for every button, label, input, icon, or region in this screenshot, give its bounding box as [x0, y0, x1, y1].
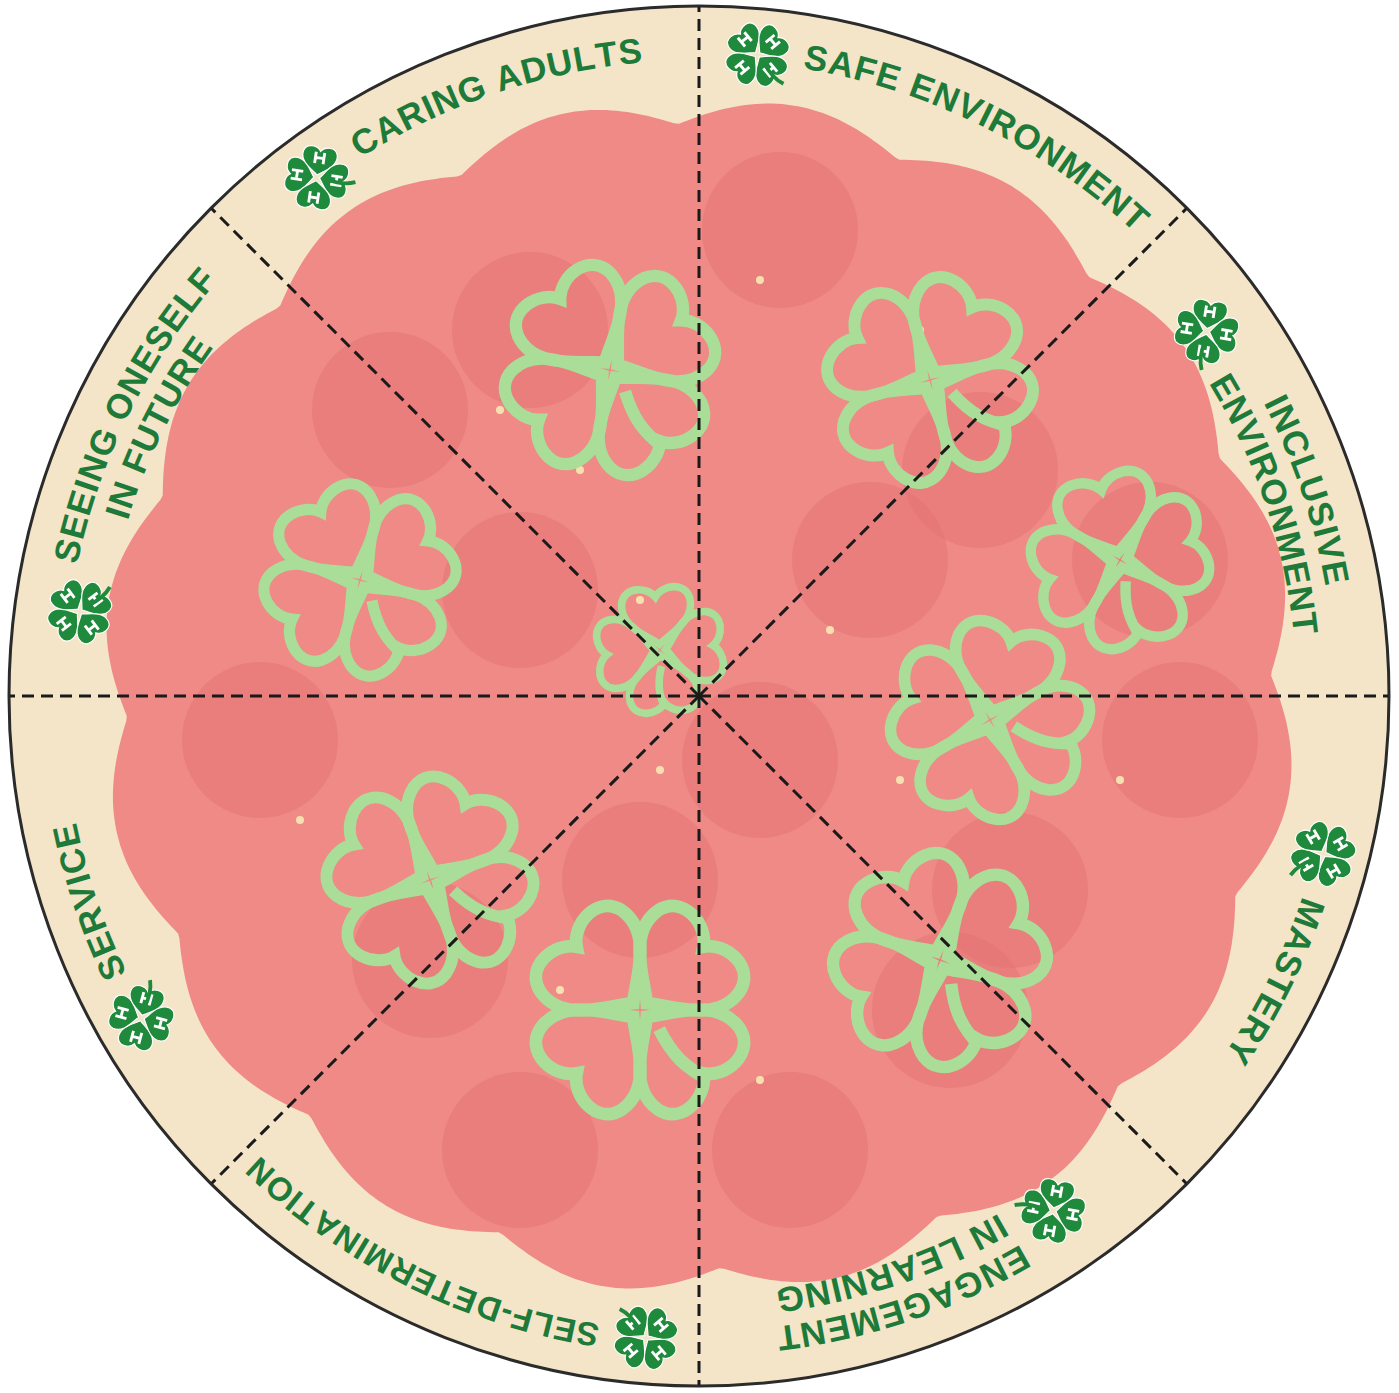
cheese-dot	[656, 766, 664, 774]
cheese-dot	[636, 596, 644, 604]
slice-line	[698, 7, 701, 696]
slice-line	[698, 696, 701, 1385]
pepperoni-slice	[312, 332, 468, 488]
pepperoni-slice	[1102, 662, 1258, 818]
pepperoni-slice	[702, 152, 858, 308]
4h-clover-icon	[1159, 284, 1254, 379]
cheese-dot	[826, 626, 834, 634]
cheese-dot	[756, 1076, 764, 1084]
pizza-sauce	[107, 104, 1292, 1289]
pepperoni-slice	[442, 512, 598, 668]
crust	[9, 6, 1389, 1386]
label-letter: G	[773, 1280, 806, 1319]
clover-topping	[798, 248, 1062, 512]
slice-line	[10, 695, 699, 698]
label-letter: S	[616, 33, 644, 70]
label-letter: T	[774, 1319, 801, 1357]
slice-line	[699, 695, 1388, 698]
label-letter: N	[796, 1315, 828, 1354]
clover-topping	[525, 895, 755, 1125]
slice-line	[212, 209, 699, 696]
clover-topping	[237, 457, 483, 703]
cheese-dot	[896, 776, 904, 784]
slice-line	[699, 209, 1186, 696]
4h-clover-icon	[95, 971, 188, 1064]
cheese-dot	[496, 406, 504, 414]
clover-toppings	[237, 241, 1248, 1125]
slice-lines	[10, 7, 1388, 1385]
clover-topping	[292, 742, 568, 1018]
cheese-dot	[296, 816, 304, 824]
cheese-dot	[1116, 776, 1124, 784]
clover-topping	[564, 554, 756, 746]
label-letter: T	[1286, 611, 1323, 637]
clover-topping	[992, 432, 1247, 687]
4h-clover-icon	[720, 18, 794, 92]
pepperoni-slice	[182, 662, 338, 818]
4h-clover-icon	[41, 573, 118, 650]
slice-line	[212, 696, 699, 1183]
clover-topping	[797, 817, 1083, 1103]
label-letter: S	[573, 1316, 601, 1352]
label-letter: N	[1282, 584, 1321, 615]
clover-topping	[848, 578, 1133, 863]
4h-clover-icon	[269, 130, 364, 225]
slice-line	[699, 696, 1186, 1183]
4h-clover-icon	[609, 1301, 683, 1375]
cheese-dot	[556, 986, 564, 994]
pepperoni-slice	[452, 252, 608, 408]
pepperoni-slice	[712, 1072, 868, 1228]
pepperoni	[182, 152, 1258, 1228]
label-letter: E	[1316, 558, 1355, 589]
pepperoni-slice	[682, 682, 838, 838]
4h-clover-icon	[1282, 813, 1365, 896]
clover-icons	[41, 18, 1365, 1375]
cheese-dot	[756, 276, 764, 284]
pepperoni-slice	[792, 482, 948, 638]
